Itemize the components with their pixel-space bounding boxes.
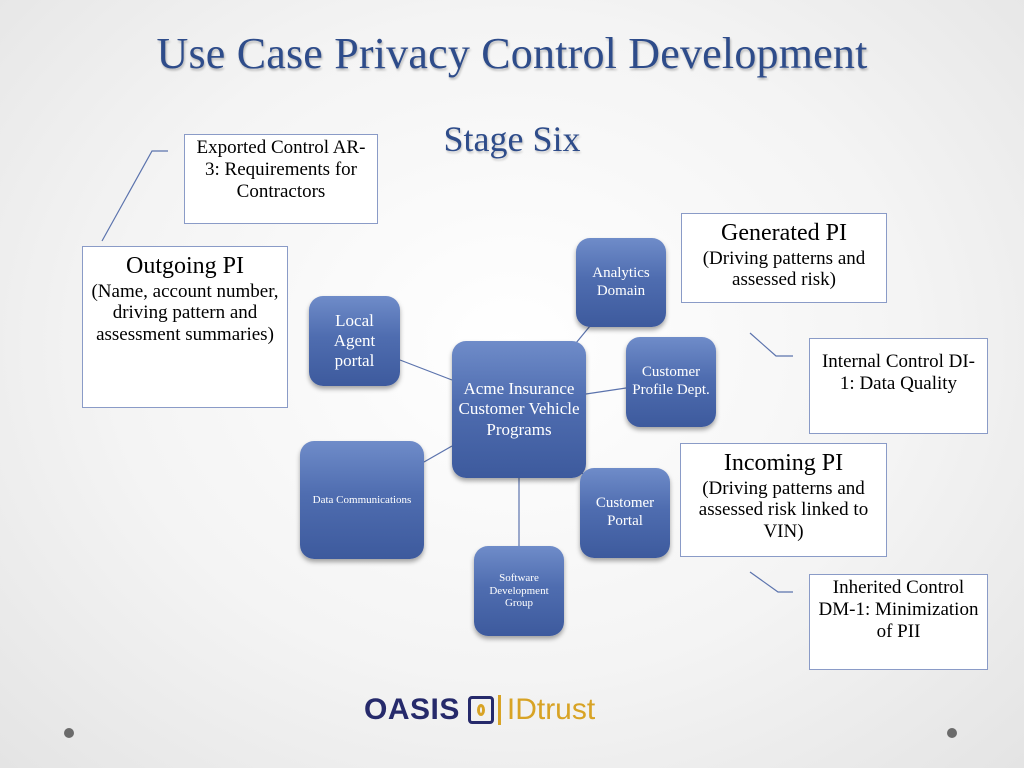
customer-portal-node: Customer Portal (580, 468, 670, 558)
corner-dot-right (947, 728, 957, 738)
outgoing-pi-box: Outgoing PI (Name, account number, drivi… (82, 246, 288, 408)
center-node-label: Acme Insurance Customer Vehicle Programs (458, 379, 580, 439)
data-comm-node: Data Communications (300, 441, 424, 559)
connector-analytics (575, 325, 591, 344)
slide-subtitle: Stage Six (443, 119, 581, 159)
center-node: Acme Insurance Customer Vehicle Programs (452, 341, 586, 478)
generated-pi-heading: Generated PI (721, 220, 847, 246)
incoming-pi-heading: Incoming PI (723, 450, 844, 476)
software-dev-node-label: Software Development Group (489, 571, 549, 610)
slide-title: Use Case Privacy Control Development (156, 29, 868, 78)
customer-portal-node-label: Customer Portal (595, 495, 655, 529)
software-dev-node: Software Development Group (474, 546, 564, 636)
analytics-node: Analytics Domain (576, 238, 666, 327)
connector-local-agent (399, 359, 453, 381)
leader-inherited-control (749, 571, 793, 593)
oasis-idtrust-logo: OASIS IDtrust (364, 690, 595, 730)
logo-mark-icon (467, 696, 494, 724)
leader-outgoing (101, 150, 168, 242)
local-agent-node: Local Agent portal (309, 296, 400, 386)
inherited-control-text: Inherited Control DM-1: Minimization of … (818, 577, 979, 642)
internal-control-text: Internal Control DI-1: Data Quality (821, 351, 975, 394)
internal-control-box: Internal Control DI-1: Data Quality (809, 338, 988, 434)
outgoing-pi-heading: Outgoing PI (125, 253, 244, 279)
incoming-pi-body: (Driving patterns and assessed risk link… (698, 477, 869, 543)
connector-data-comm (423, 445, 453, 463)
data-comm-node-label: Data Communications (312, 493, 412, 506)
local-agent-node-label: Local Agent portal (333, 310, 376, 371)
exported-control-box: Exported Control AR-3: Requirements for … (184, 134, 378, 224)
connector-customer-profile (585, 387, 627, 395)
incoming-pi-box: Incoming PI (Driving patterns and assess… (680, 443, 887, 557)
logo-idtrust-text: IDtrust (506, 693, 596, 726)
customer-profile-node: Customer Profile Dept. (626, 337, 716, 427)
generated-pi-body: (Driving patterns and assessed risk) (702, 247, 866, 291)
generated-pi-box: Generated PI (Driving patterns and asses… (681, 213, 887, 303)
leader-internal-control (749, 332, 793, 357)
exported-control-text: Exported Control AR-3: Requirements for … (196, 137, 366, 202)
corner-dot-left (64, 728, 74, 738)
logo-oasis-text: OASIS (364, 693, 460, 726)
outgoing-pi-body: (Name, account number, driving pattern a… (91, 280, 279, 346)
analytics-node-label: Analytics Domain (592, 264, 650, 299)
customer-profile-node-label: Customer Profile Dept. (632, 364, 710, 398)
inherited-control-box: Inherited Control DM-1: Minimization of … (809, 574, 988, 670)
logo-divider (497, 695, 501, 725)
